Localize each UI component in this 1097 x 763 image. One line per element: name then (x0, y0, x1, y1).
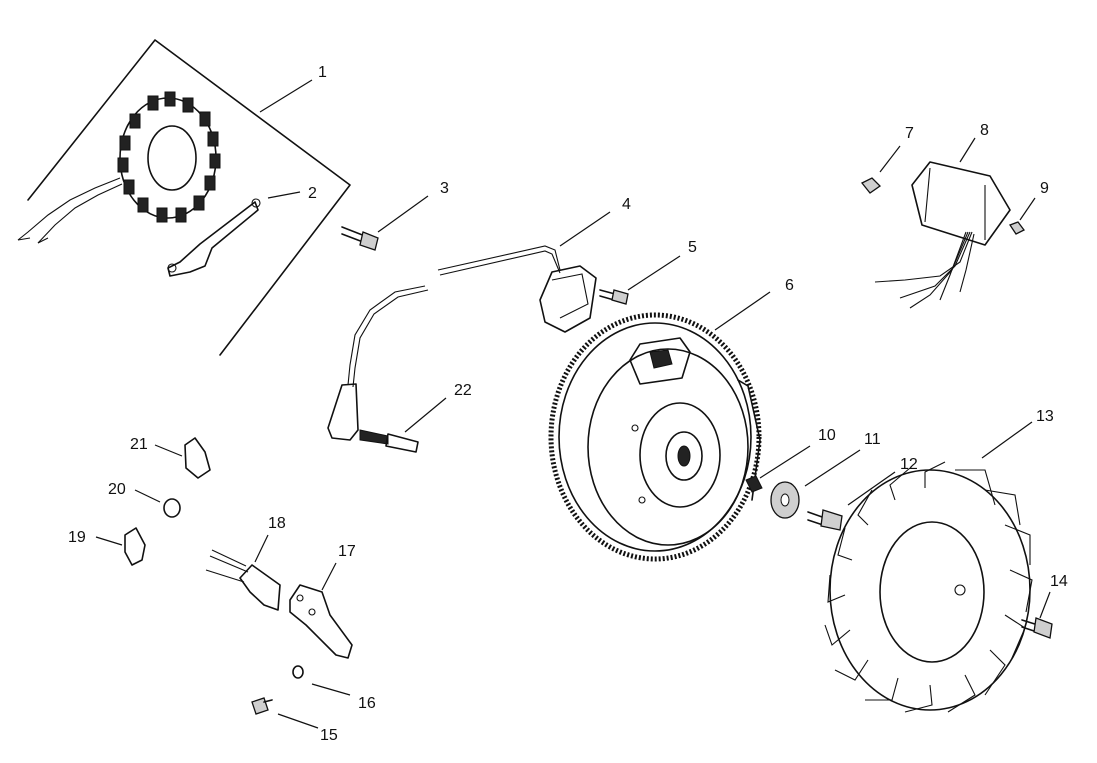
callout-12: 12 (900, 456, 918, 473)
part-11-washer (770, 481, 800, 519)
callout-10: 10 (818, 427, 836, 444)
part-6-flywheel (548, 312, 762, 562)
callout-5: 5 (688, 239, 697, 256)
part-3-bolt (341, 226, 379, 251)
callout-13: 13 (1036, 408, 1054, 425)
callout-14: 14 (1050, 573, 1068, 590)
part-12-bolt (807, 509, 843, 531)
callout-3: 3 (440, 180, 449, 197)
part-2-bracket (167, 198, 261, 277)
callout-4: 4 (622, 196, 631, 213)
callout-9: 9 (1040, 180, 1049, 197)
callout-21: 21 (130, 436, 148, 453)
callout-20: 20 (108, 481, 126, 498)
part-21-clip (184, 437, 211, 479)
callout-17: 17 (338, 543, 356, 560)
part-15-screw (251, 697, 273, 715)
leader-lines (95, 79, 1051, 729)
part-8-regulator (874, 161, 1011, 309)
part-19-clip (124, 527, 146, 566)
part-13-cooling-fan (824, 461, 1033, 713)
callout-2: 2 (308, 185, 317, 202)
part-20-nut (163, 498, 181, 518)
part-4-ignition-module (347, 245, 597, 388)
part-10-key (745, 475, 763, 493)
part-16-washer (292, 665, 304, 679)
callout-8: 8 (980, 122, 989, 139)
part-22-spark-plug-boot (327, 383, 419, 453)
callout-19: 19 (68, 529, 86, 546)
part-7-nut (860, 177, 882, 194)
part-17-bracket (289, 584, 353, 659)
callout-6: 6 (785, 277, 794, 294)
callout-7: 7 (905, 125, 914, 142)
part-14-bolt (1021, 617, 1053, 639)
callout-11: 11 (864, 431, 881, 448)
callout-18: 18 (268, 515, 286, 532)
callout-15: 15 (320, 727, 338, 744)
callout-labels: 1 2 3 4 5 6 7 8 9 10 11 12 13 14 15 16 1… (68, 64, 1068, 744)
callout-1: 1 (318, 64, 327, 81)
callout-22: 22 (454, 382, 472, 399)
part-9-screw (1009, 221, 1025, 235)
part-1-stator (17, 39, 351, 356)
part-18-connector (205, 549, 281, 611)
part-5-screw (599, 289, 629, 305)
callout-16: 16 (358, 695, 376, 712)
